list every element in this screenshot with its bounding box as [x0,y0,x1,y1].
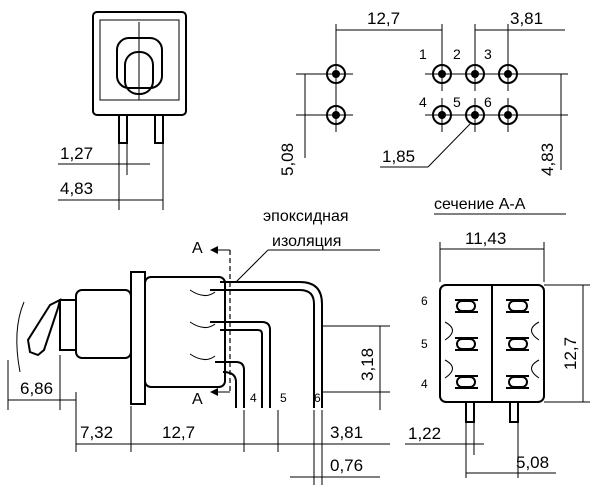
section-pin-label-6: 6 [421,294,428,308]
solder-pad-icon [456,338,476,350]
dim-section-width: 11,43 [465,229,506,248]
pin-4-bend [215,361,245,408]
pin-label-1: 1 [419,46,427,62]
solder-pad-icon [456,376,476,388]
epoxy-label-line1: эпоксидная [263,208,349,225]
section-pad-group [456,300,528,388]
side-view: A A эпоксидная изоляция 4 5 6 3,18 6,86 … [7,208,390,485]
side-pin-label-6: 6 [314,391,321,405]
bushing-nose [59,299,77,351]
dim-side-pin-pitch: 3,81 [330,423,363,442]
pin-6-outer [220,281,323,408]
pin-6-bend [210,289,315,408]
arrow-icon [210,388,218,396]
epoxy-label-line2: изоляция [272,233,341,250]
pin-5-bend [210,321,271,408]
leader-line [427,123,471,168]
dim-side-body: 12,7 [162,423,195,442]
side-body [144,276,226,388]
section-title: сечение А-А [434,196,526,213]
solder-pad-icon [425,98,459,132]
pin-label-6: 6 [484,94,492,110]
solder-pad-icon [456,300,476,312]
side-pin-label-4: 4 [250,391,257,405]
solder-pad-icon [319,98,353,132]
dim-vertical-right: 4,83 [538,143,557,176]
solder-pad-icon [508,300,528,312]
contact-spring [444,321,540,379]
dim-front-pin-pitch: 1,27 [60,144,93,163]
dim-top-span: 12,7 [367,9,400,28]
section-pin-right [509,401,519,423]
dim-side-bushing: 7,32 [80,423,113,442]
bushing [75,289,132,359]
solder-pad-icon [458,98,492,132]
dim-front-width: 4,83 [60,179,93,198]
dim-side-pin-width: 0,76 [330,456,363,475]
leader-line [235,249,269,283]
solder-pad-icon [319,57,353,91]
front-pin-right [154,114,164,144]
lever-swing-arc [16,301,25,373]
mount-flange [130,271,146,405]
arrow-icon [210,246,218,254]
solder-pad-icon [425,57,459,91]
section-mark-top: A [192,240,203,257]
section-view: сечение А-А 11,43 6 5 4 12,7 1,22 5,08 [405,196,590,478]
solder-pad-icon [508,338,528,350]
dim-side-lever: 6,86 [20,379,53,398]
front-view: 1,27 4,83 [58,11,187,210]
lever [26,298,62,357]
dim-section-height: 12,7 [561,337,580,370]
section-pin-label-5: 5 [421,337,428,351]
pin-label-5: 5 [453,94,461,110]
pin-pattern-view: 12,7 3,81 5,08 4,83 1,85 1 2 3 4 5 6 [278,9,568,176]
dim-hole-dia: 1,85 [382,147,415,166]
section-mark-bottom: A [192,391,203,408]
pin-label-3: 3 [484,46,492,62]
front-pin-left [118,114,128,144]
section-pin-label-4: 4 [421,377,428,391]
dim-vertical-left: 5,08 [278,143,297,176]
pad-group [319,57,525,132]
solder-pad-icon [508,376,528,388]
dim-top-pitch: 3,81 [510,9,543,28]
solder-pad-icon [491,98,525,132]
pin-label-4: 4 [419,94,427,110]
solder-pad-icon [458,57,492,91]
dim-section-pin-pitch: 1,22 [408,424,441,443]
pin-label-2: 2 [453,46,461,62]
contact-detail [189,289,216,360]
solder-pad-icon [491,57,525,91]
side-pin-label-5: 5 [280,391,287,405]
pin-5-inner [220,329,263,408]
dim-section-pin-span: 5,08 [516,453,549,472]
dim-side-pin-height: 3,18 [358,348,377,381]
section-pin-left [465,401,475,423]
front-body [92,11,187,116]
